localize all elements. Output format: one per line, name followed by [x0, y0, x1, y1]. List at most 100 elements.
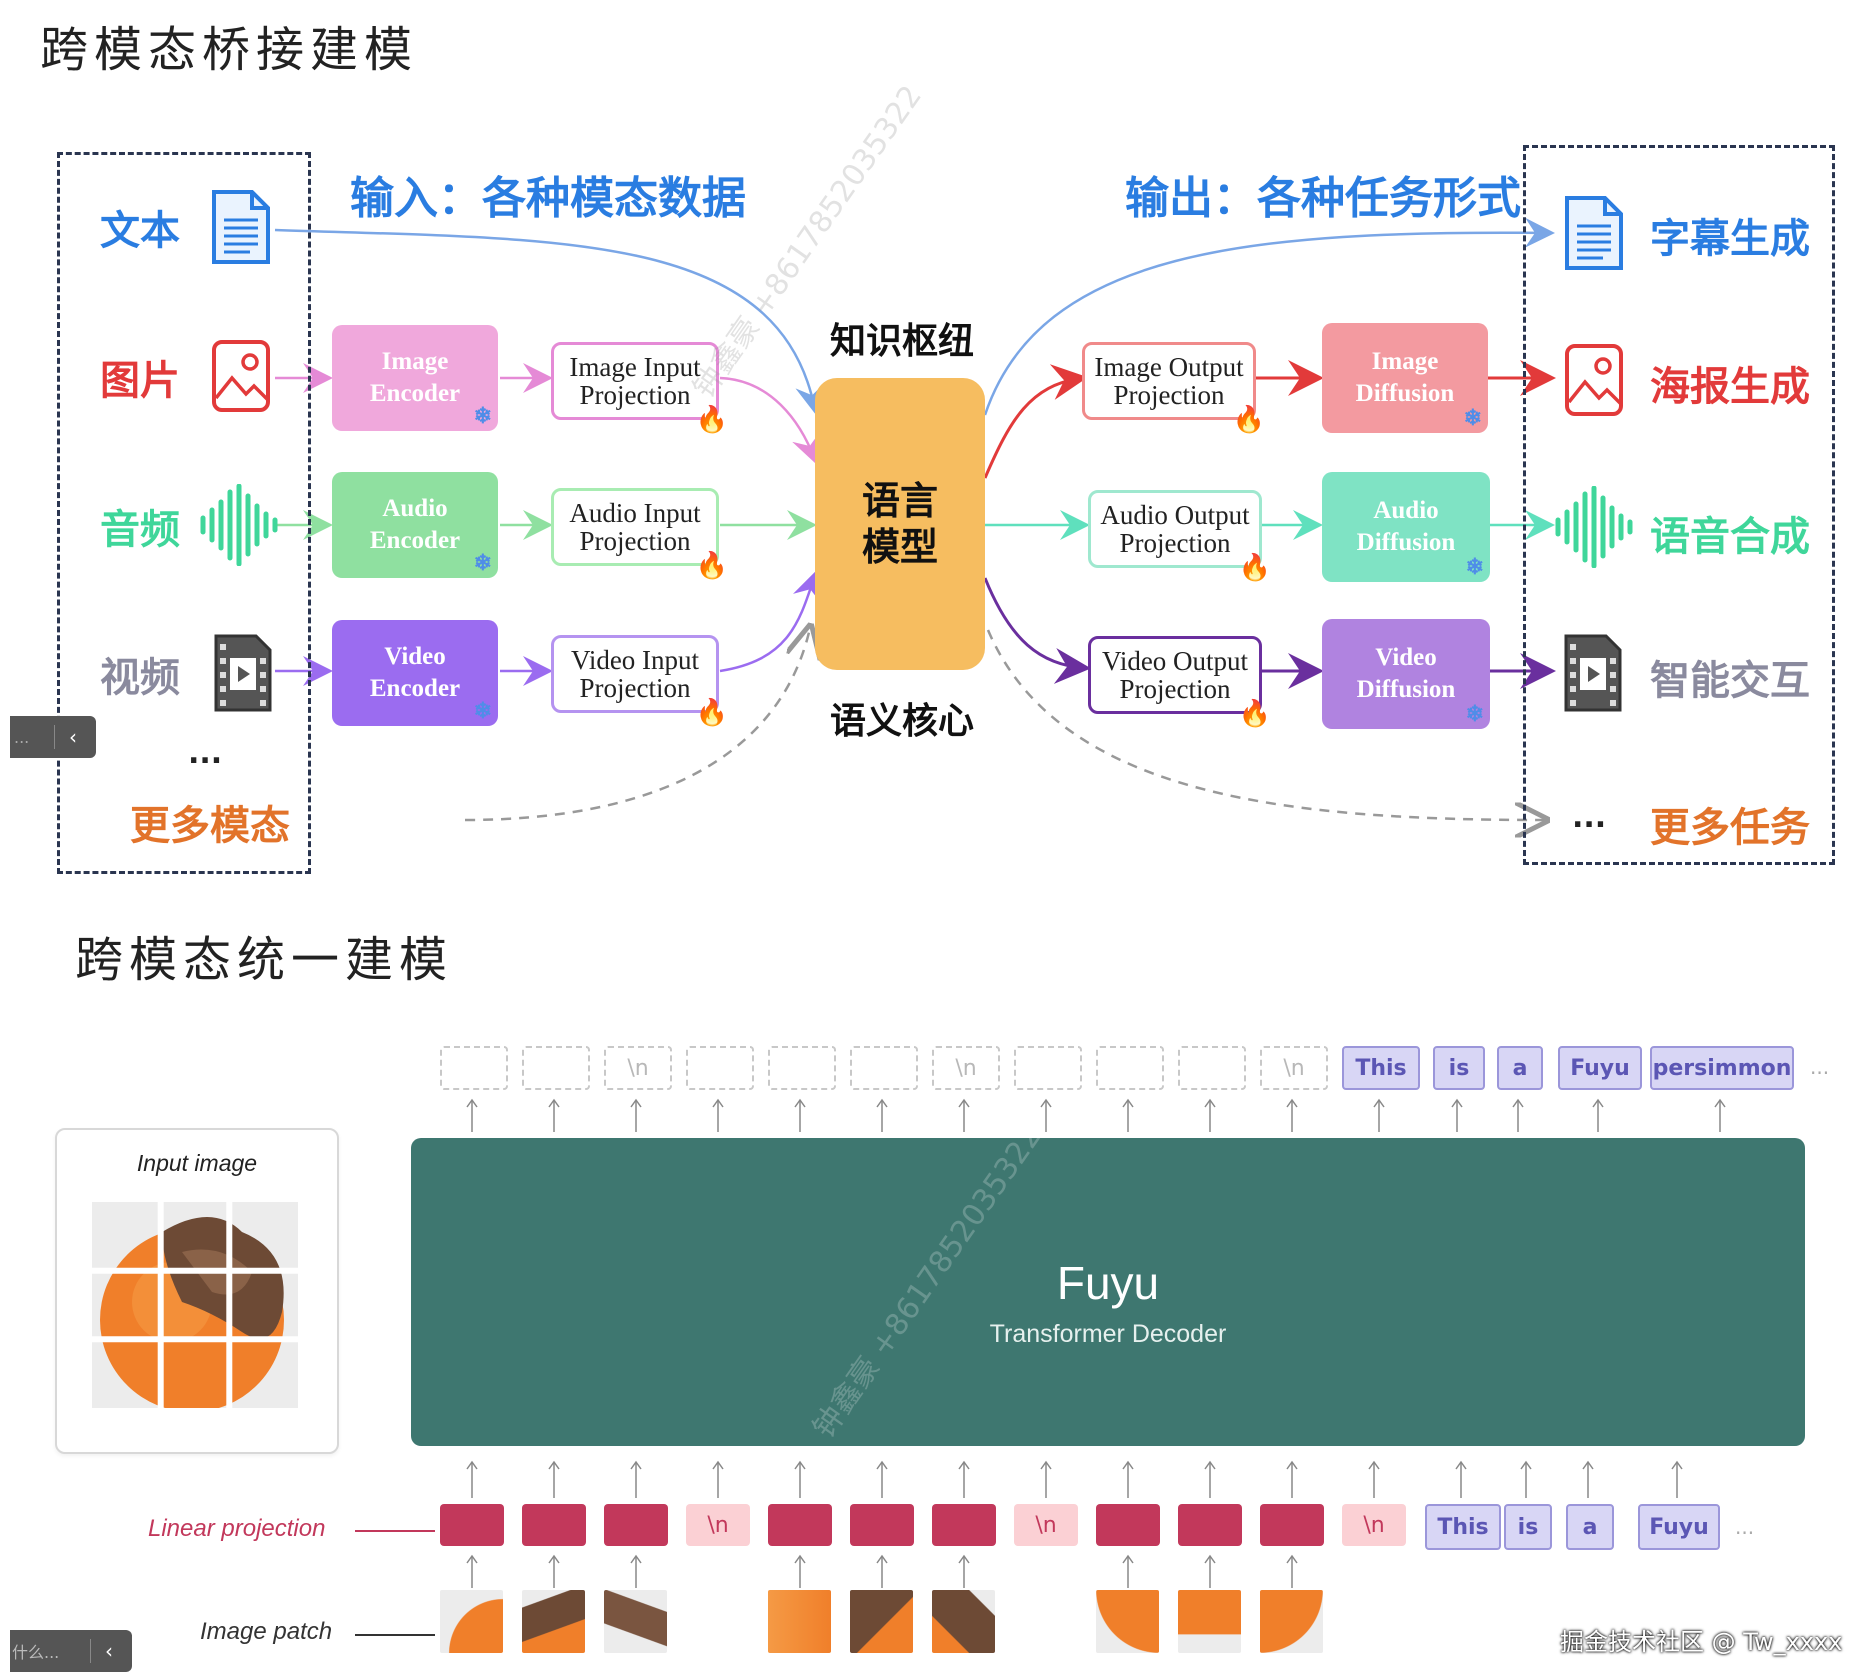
- trainable-fire-icon: 🔥: [1238, 553, 1271, 582]
- arrow-head: [958, 1098, 970, 1108]
- knowledge-hub-label: 知识枢纽: [830, 321, 975, 362]
- bottom-section-title: 跨模态统一建模: [75, 932, 454, 988]
- audio-diffusion: Audio Diffusion ❄: [1322, 472, 1490, 582]
- frozen-icon: ❄: [1463, 405, 1482, 430]
- arrow-head: [548, 1554, 560, 1564]
- audio-output-projection: Audio Output Projection🔥: [1088, 490, 1271, 581]
- input-label-audio: 音频: [100, 507, 180, 553]
- arrow-head: [466, 1554, 478, 1564]
- trainable-fire-icon: 🔥: [695, 551, 728, 580]
- input-token: [1260, 1504, 1324, 1546]
- arrow-head: [1451, 1098, 1463, 1108]
- frozen-icon: ❄: [1465, 554, 1484, 579]
- image-encoder: Image Encoder❄: [332, 325, 498, 431]
- image-patch: [440, 1590, 503, 1653]
- chevron-left-icon[interactable]: ‹: [90, 1639, 113, 1663]
- arrow-head: [1286, 1460, 1298, 1470]
- footer-credit: 掘金技术社区 @ Tw_xxxx: [1560, 1628, 1843, 1656]
- output-token: [440, 1046, 508, 1090]
- arrow-head: [1040, 1460, 1052, 1470]
- trainable-fire-icon: 🔥: [1232, 405, 1265, 434]
- audio-output-projection-label: Audio Output Projection: [1100, 500, 1250, 558]
- arrow-head: [1122, 1098, 1134, 1108]
- image-input-projection-label: Image Input Projection: [569, 352, 701, 410]
- arrow-head: [630, 1098, 642, 1108]
- arrow-head: [1286, 1554, 1298, 1564]
- input-label-text: 文本: [100, 208, 180, 254]
- input-token: [1178, 1504, 1242, 1546]
- arrow-head: [548, 1460, 560, 1470]
- input-token: Fuyu: [1638, 1504, 1720, 1550]
- output-header: 输出：各种任务形式: [1125, 173, 1521, 224]
- side-tab-text: ...: [14, 727, 30, 747]
- arrow-head: [712, 1098, 724, 1108]
- image-patch: [604, 1590, 667, 1653]
- audio-input-projection: Audio Input Projection🔥: [551, 488, 728, 579]
- input-ellipsis-dots: ...: [1735, 1515, 1755, 1539]
- bridge-connectors: [274, 217, 1556, 900]
- input-token: \n: [686, 1504, 750, 1546]
- side-tab-collapsed[interactable]: ... ‹: [10, 716, 96, 758]
- input-token: is: [1504, 1504, 1552, 1550]
- arrow-head: [876, 1098, 888, 1108]
- arrow-head: [630, 1460, 642, 1470]
- audio-diffusion-label: Audio Diffusion: [1356, 497, 1456, 556]
- output-token: is: [1433, 1046, 1485, 1090]
- image-patch: [1260, 1590, 1323, 1653]
- input-token: \n: [1014, 1504, 1078, 1546]
- output-tasks-box: [1523, 145, 1835, 865]
- audio-encoder-label: Audio Encoder: [369, 495, 461, 554]
- arrow-head: [1204, 1460, 1216, 1470]
- language-model-core: 语言模型: [815, 378, 985, 670]
- image-patch: [768, 1590, 831, 1653]
- core-line-2: 模型: [861, 525, 938, 569]
- decoder-title: Fuyu: [1056, 1257, 1160, 1309]
- arrow-head: [1040, 1098, 1052, 1108]
- input-token: [522, 1504, 586, 1546]
- input-token: [604, 1504, 668, 1546]
- document-icon: [1565, 196, 1623, 270]
- arrow-head: [1582, 1460, 1594, 1470]
- arrow-head: [1671, 1460, 1683, 1470]
- video-output-projection: Video Output Projection🔥: [1088, 636, 1271, 727]
- image-output-projection: Image Output Projection🔥: [1082, 342, 1265, 433]
- output-token: \n: [932, 1046, 1000, 1090]
- input-token: [1096, 1504, 1160, 1546]
- arrow-head: [1373, 1098, 1385, 1108]
- output-label-image: 海报生成: [1650, 364, 1810, 410]
- output-token: [768, 1046, 836, 1090]
- arrow-head: [1455, 1460, 1467, 1470]
- input-header: 输入：各种模态数据: [350, 173, 746, 224]
- top-section-title: 跨模态桥接建模: [40, 22, 419, 78]
- output-token: [850, 1046, 918, 1090]
- video-diffusion-label: Video Diffusion: [1356, 644, 1456, 703]
- video-file-icon: [1564, 634, 1622, 712]
- audio-input-projection-label: Audio Input Projection: [569, 498, 701, 556]
- video-encoder-label: Video Encoder: [369, 643, 461, 702]
- output-label-audio: 语音合成: [1650, 514, 1810, 560]
- arrow-head: [1204, 1554, 1216, 1564]
- input-label-more: 更多模态: [130, 803, 290, 849]
- arrow-head: [1204, 1098, 1216, 1108]
- output-token: This: [1342, 1046, 1420, 1090]
- frozen-icon: ❄: [1465, 701, 1484, 726]
- output-label-more: 更多任务: [1650, 805, 1810, 851]
- output-ellipsis-dots: ...: [1810, 1055, 1830, 1079]
- arrow-head: [958, 1460, 970, 1470]
- input-image-card: Input image: [55, 1128, 339, 1454]
- output-token: [522, 1046, 590, 1090]
- image-output-projection-label: Image Output Projection: [1094, 352, 1244, 410]
- arrow-head: [1122, 1460, 1134, 1470]
- image-patch-label: Image patch: [200, 1618, 333, 1645]
- trainable-fire-icon: 🔥: [1238, 699, 1271, 728]
- arrow-head: [1512, 1098, 1524, 1108]
- persimmon-grid-image: [92, 1202, 298, 1408]
- video-input-projection: Video Input Projection🔥: [551, 635, 728, 726]
- image-patch-line: [355, 1634, 435, 1636]
- input-token: \n: [1342, 1504, 1406, 1546]
- image-patch: [522, 1590, 585, 1653]
- arrow-head: [958, 1554, 970, 1564]
- side-tab-collapsed[interactable]: 什么... ‹: [10, 1630, 132, 1672]
- chevron-left-icon[interactable]: ‹: [54, 725, 77, 749]
